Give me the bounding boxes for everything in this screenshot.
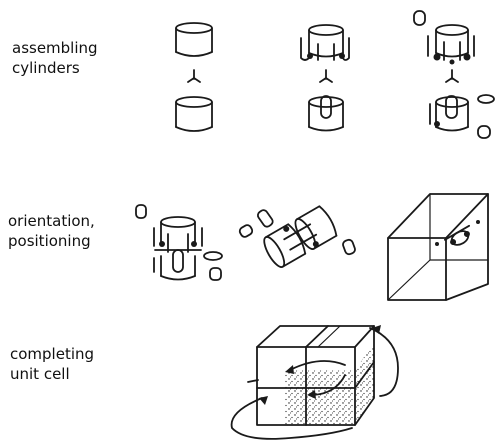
loose-disc bbox=[204, 252, 222, 260]
bond-connector bbox=[320, 70, 332, 82]
orientation-stage2 bbox=[238, 205, 356, 270]
stage2-cylinders bbox=[301, 25, 349, 131]
cylinder-bottom bbox=[176, 97, 212, 131]
bond-connector bbox=[188, 70, 200, 82]
assembled-pair-tilted bbox=[261, 205, 339, 270]
assembled-pair-upright bbox=[154, 217, 202, 280]
molecule-in-box bbox=[445, 226, 475, 250]
cylinder-bottom-with-rods bbox=[309, 96, 343, 131]
bond-connector bbox=[446, 70, 458, 82]
loose-disc bbox=[478, 95, 494, 103]
unit-cell-box bbox=[388, 194, 488, 300]
stage1-cylinders bbox=[176, 23, 212, 131]
stage3-cylinders bbox=[414, 11, 494, 138]
stippled-face bbox=[285, 370, 355, 425]
loose-cap bbox=[210, 268, 221, 280]
cylinder-top-with-rods bbox=[301, 25, 349, 60]
orientation-stage1 bbox=[136, 205, 222, 280]
loose-cap bbox=[136, 205, 146, 218]
cylinder-bottom-assembled bbox=[430, 96, 468, 131]
loose-cap bbox=[478, 126, 490, 138]
loose-cap bbox=[238, 224, 253, 239]
loose-cap bbox=[256, 209, 274, 229]
completed-unit-cell bbox=[232, 325, 398, 439]
cylinder-top bbox=[176, 23, 212, 56]
cylinder-top-assembled bbox=[428, 25, 474, 65]
loose-cap bbox=[414, 11, 425, 25]
loose-cap bbox=[342, 239, 356, 256]
